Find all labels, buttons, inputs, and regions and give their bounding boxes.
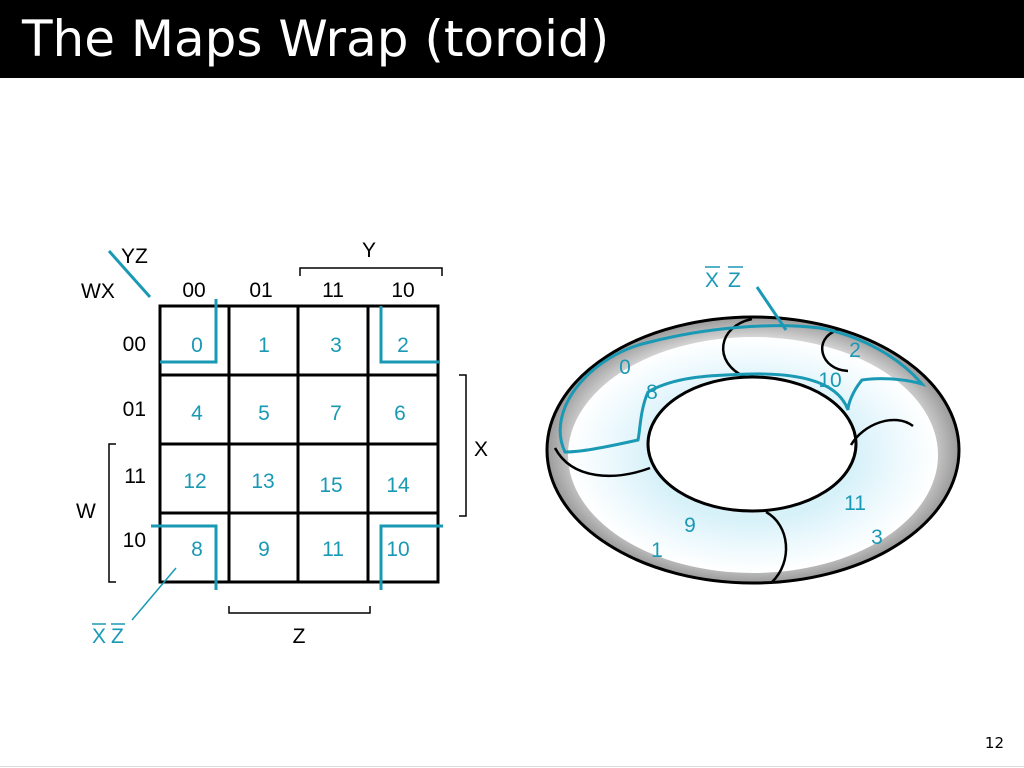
torus-diagram: X Z 0 8 2 10 9 1 11 3 bbox=[545, 266, 961, 585]
kmap-cell: 5 bbox=[258, 402, 270, 425]
kmap-cells: 0 1 3 2 4 5 7 6 12 13 15 14 8 9 11 10 bbox=[183, 334, 410, 561]
kmap-cell: 4 bbox=[191, 402, 203, 425]
torus-group-outline bbox=[558, 324, 927, 454]
kmap-cell: 0 bbox=[191, 334, 203, 357]
kmap-cell: 1 bbox=[258, 334, 270, 357]
corner-label-yz: YZ bbox=[121, 245, 148, 268]
column-header: 00 bbox=[182, 279, 205, 302]
kmap-cell: 9 bbox=[258, 538, 270, 561]
kmap-cell: 11 bbox=[322, 538, 344, 561]
row-header: 10 bbox=[123, 529, 146, 552]
column-header: 01 bbox=[249, 279, 272, 302]
label-x: X bbox=[474, 438, 488, 461]
kmap-cell: 15 bbox=[319, 474, 342, 497]
kmap-grid bbox=[158, 304, 440, 584]
footer-divider bbox=[0, 766, 1024, 767]
kmap-cell: 2 bbox=[397, 334, 409, 357]
kmap-cell: 12 bbox=[183, 470, 206, 493]
torus-label-var2: Z bbox=[728, 269, 741, 292]
corner-diagonal bbox=[107, 250, 152, 298]
page-number: 12 bbox=[984, 734, 1004, 752]
group-label-var1: X bbox=[92, 625, 106, 648]
title-bar: The Maps Wrap (toroid) bbox=[0, 0, 1024, 78]
torus-hole bbox=[646, 375, 858, 513]
kmap-cell: 7 bbox=[330, 402, 342, 425]
torus-label-var1: X bbox=[705, 269, 719, 292]
corner-group-brackets bbox=[151, 299, 443, 590]
torus-group-label: X Z bbox=[705, 266, 743, 292]
bracket-z bbox=[228, 606, 371, 614]
torus-cell: 9 bbox=[684, 514, 696, 537]
row-header: 11 bbox=[124, 465, 146, 488]
group-pointer-line bbox=[131, 567, 177, 621]
slide-title: The Maps Wrap (toroid) bbox=[22, 10, 610, 68]
kmap-cell: 3 bbox=[330, 334, 342, 357]
torus-cell: 1 bbox=[651, 539, 663, 562]
kmap-cell: 10 bbox=[386, 538, 409, 561]
torus-group-pointer bbox=[755, 286, 788, 331]
torus-cell: 3 bbox=[871, 526, 883, 549]
torus-cell: 10 bbox=[818, 369, 841, 392]
kmap-cell: 13 bbox=[251, 470, 274, 493]
bracket-y bbox=[299, 267, 443, 276]
torus-seams bbox=[553, 317, 914, 583]
torus-cells: 0 8 2 10 9 1 11 3 bbox=[619, 339, 883, 562]
corner-label-wx: WX bbox=[81, 280, 115, 303]
kmap-cell: 14 bbox=[386, 474, 410, 497]
label-z: Z bbox=[293, 625, 306, 648]
label-y: Y bbox=[362, 239, 376, 262]
group-label-var2: Z bbox=[111, 625, 124, 648]
column-header: 11 bbox=[322, 279, 344, 302]
torus-cell: 11 bbox=[844, 492, 866, 515]
karnaugh-map: YZ WX 00 01 11 10 00 01 11 10 0 1 3 2 4 bbox=[76, 239, 488, 648]
label-w: W bbox=[76, 500, 96, 523]
row-header: 01 bbox=[123, 398, 146, 421]
kmap-cell: 8 bbox=[191, 538, 203, 561]
kmap-group-label: X Z bbox=[92, 623, 125, 648]
column-header: 10 bbox=[391, 279, 414, 302]
row-header: 00 bbox=[123, 333, 146, 356]
bracket-x bbox=[459, 374, 467, 517]
bracket-w bbox=[108, 443, 116, 583]
torus-cell: 2 bbox=[849, 339, 861, 362]
torus-cell: 8 bbox=[646, 381, 658, 404]
kmap-cell: 6 bbox=[394, 402, 406, 425]
torus-cell: 0 bbox=[619, 356, 631, 379]
